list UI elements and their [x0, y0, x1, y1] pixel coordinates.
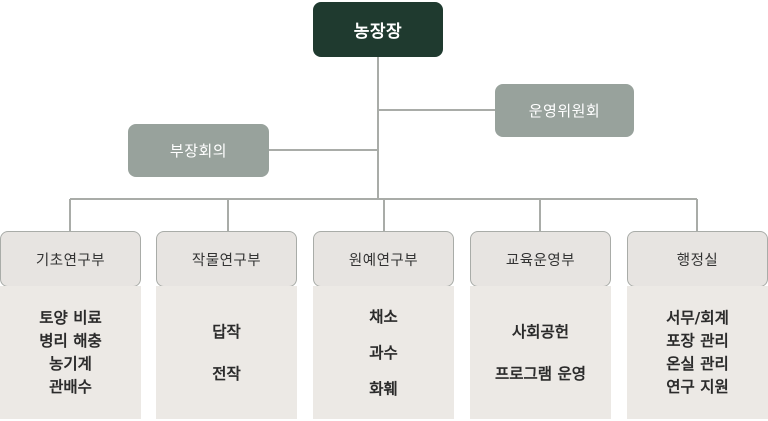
dept-body: 사회공헌 프로그램 운영 [470, 286, 611, 419]
dept-item: 연구 지원 [666, 377, 729, 396]
dept-header: 교육운영부 [470, 231, 611, 287]
dept-item: 전작 [212, 364, 241, 383]
dept-name: 기초연구부 [35, 252, 106, 269]
dept-item: 화훼 [369, 379, 398, 398]
dept-header: 행정실 [627, 231, 768, 287]
dept-header: 기초연구부 [0, 231, 141, 287]
dept-item: 농기계 [49, 354, 92, 373]
meeting-node: 부장회의 [128, 124, 269, 177]
dept-body: 답작 전작 [156, 286, 297, 419]
dept-item: 프로그램 운영 [495, 364, 586, 383]
dept-item: 답작 [212, 322, 241, 341]
dept-name: 교육운영부 [505, 252, 576, 269]
dept-name: 원예연구부 [348, 252, 419, 269]
dept-body: 채소 과수 화훼 [313, 286, 454, 419]
dept-item: 채소 [369, 307, 398, 326]
dept-item: 관배수 [49, 377, 92, 396]
dept-item: 서무/회계 [666, 308, 729, 327]
dept-body: 서무/회계 포장 관리 온실 관리 연구 지원 [627, 286, 768, 419]
dept-name: 작물연구부 [191, 252, 262, 269]
dept-item: 병리 해충 [39, 331, 102, 350]
dept-item: 과수 [369, 343, 398, 362]
dept-item: 포장 관리 [666, 331, 729, 350]
committee-node: 운영위원회 [495, 84, 634, 137]
dept-header: 작물연구부 [156, 231, 297, 287]
dept-header: 원예연구부 [313, 231, 454, 287]
dept-item: 사회공헌 [511, 322, 570, 341]
dept-item: 온실 관리 [666, 354, 729, 373]
committee-label: 운영위원회 [528, 102, 601, 120]
root-node: 농장장 [313, 2, 443, 57]
dept-body: 토양 비료 병리 해충 농기계 관배수 [0, 286, 141, 419]
meeting-label: 부장회의 [169, 142, 228, 160]
dept-name: 행정실 [676, 252, 719, 269]
root-label: 농장장 [353, 22, 403, 42]
dept-item: 토양 비료 [39, 308, 102, 327]
